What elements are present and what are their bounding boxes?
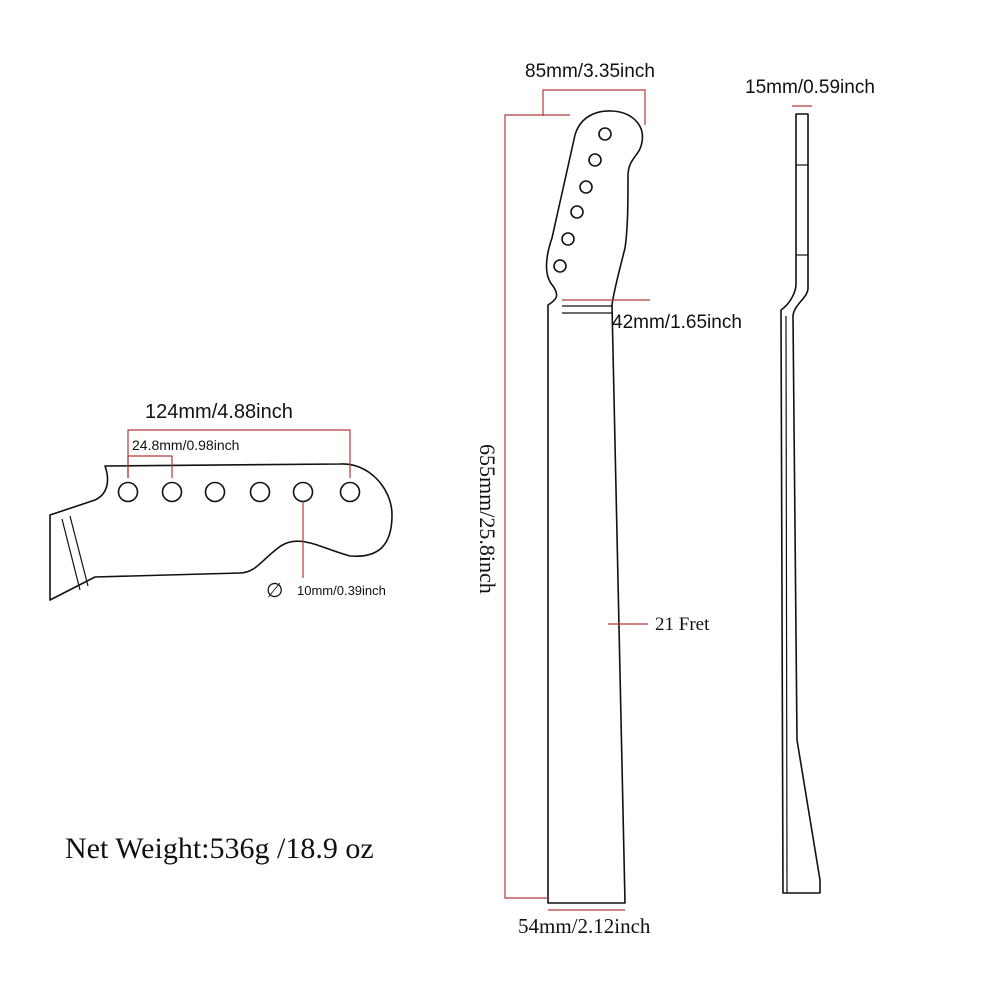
length-dimension bbox=[504, 114, 570, 899]
tuner-hole-2 bbox=[161, 481, 183, 503]
neck-tuner-hole-1 bbox=[598, 127, 612, 141]
nut-width-label: 42mm/1.65inch bbox=[612, 312, 742, 333]
headstock-width-label: 124mm/4.88inch bbox=[145, 401, 293, 423]
neck-tuner-hole-4 bbox=[570, 205, 584, 219]
neck-front-view: 85mm/3.35inch 42mm/1.65inch 655mm/25.8in… bbox=[475, 61, 742, 938]
diameter-symbol: ∅ bbox=[266, 580, 283, 602]
thickness-label: 15mm/0.59inch bbox=[745, 77, 875, 98]
headstock-detail: 124mm/4.88inch 24.8mm/0.98inch ∅ 10mm/0.… bbox=[49, 401, 393, 602]
neck-side-outline bbox=[780, 113, 821, 894]
tuner-hole-6 bbox=[339, 481, 361, 503]
tuner-hole-5 bbox=[292, 481, 314, 503]
headstock-detail-nut-line-2 bbox=[69, 515, 89, 587]
neck-front-outline bbox=[545, 110, 644, 904]
neck-side-view: 15mm/0.59inch bbox=[745, 77, 875, 894]
neck-tuner-hole-6 bbox=[553, 259, 567, 273]
hole-spacing-label: 24.8mm/0.98inch bbox=[132, 437, 239, 453]
fret-label: 21 Fret bbox=[655, 614, 710, 635]
hole-spacing-dimension bbox=[127, 455, 173, 478]
head-width-dimension bbox=[542, 89, 646, 125]
net-weight-label: Net Weight:536g /18.9 oz bbox=[65, 832, 374, 865]
headstock-width-dimension bbox=[127, 429, 351, 478]
neck-tuner-hole-2 bbox=[588, 153, 602, 167]
tuner-hole-4 bbox=[249, 481, 271, 503]
neck-tuner-hole-3 bbox=[579, 180, 593, 194]
tuner-hole-1 bbox=[117, 481, 139, 503]
neck-tuner-hole-5 bbox=[561, 232, 575, 246]
tuner-hole-3 bbox=[204, 481, 226, 503]
headstock-detail-nut-line-1 bbox=[61, 518, 81, 591]
side-fingerboard-line bbox=[785, 315, 788, 894]
length-label: 655mm/25.8inch bbox=[475, 444, 500, 594]
head-width-label: 85mm/3.35inch bbox=[525, 61, 655, 82]
heel-width-label: 54mm/2.12inch bbox=[518, 914, 651, 938]
hole-diameter-label: 10mm/0.39inch bbox=[297, 583, 386, 598]
